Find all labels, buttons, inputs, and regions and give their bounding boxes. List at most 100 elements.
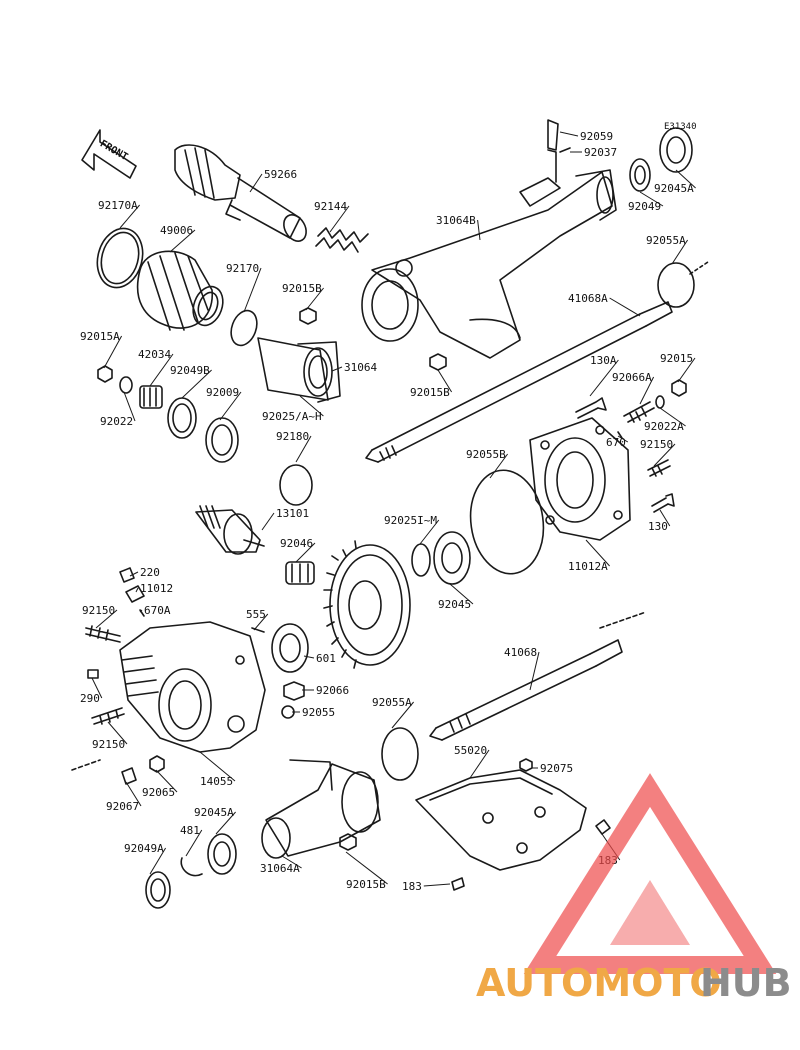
part-callout: 92055 — [292, 706, 335, 719]
part-callout: 92170A — [98, 199, 140, 229]
leader-line — [677, 357, 696, 383]
leader-line — [659, 407, 686, 427]
part-number-label: 92045 — [438, 598, 471, 611]
leader-line — [305, 287, 324, 311]
ref-code: E31340 — [664, 122, 697, 132]
leader-line — [135, 587, 139, 593]
part-callout: 92045A — [194, 806, 236, 835]
leader-line — [243, 267, 262, 313]
part-number-label: 670 — [606, 436, 626, 449]
part-callout: 59266 — [249, 168, 297, 193]
spring-92144 — [315, 227, 369, 253]
part-number-label: 92009 — [206, 386, 239, 399]
part-callout: 92066 — [302, 684, 349, 697]
part-number-label: 130A — [590, 354, 617, 367]
part-number-label: 92025/A~H — [262, 410, 322, 423]
leader-line — [181, 369, 212, 399]
part-callout: 11012A — [568, 539, 610, 573]
part-number-label: 92049 — [628, 200, 661, 213]
leader-line — [139, 609, 143, 613]
leader-line — [249, 173, 263, 193]
leader-line — [331, 366, 343, 372]
leader-line — [185, 829, 203, 857]
part-callout: 92049A — [124, 842, 167, 875]
part-number-label: 92015B — [346, 878, 386, 891]
part-number-label: 92049B — [170, 364, 210, 377]
oring-92180 — [279, 464, 313, 506]
part-callout: 92015B — [345, 851, 388, 891]
part-callout: 92067 — [106, 781, 142, 813]
part-callout: 92049B — [170, 364, 212, 399]
stud-92150-right — [647, 459, 671, 477]
part-callout: 92150 — [640, 438, 676, 467]
part-callout: 31064B — [436, 214, 481, 241]
part-number-label: 92144 — [314, 200, 347, 213]
part-callout: 92055B — [466, 448, 509, 479]
part-number-label: 92066 — [316, 684, 349, 697]
part-number-label: 92046 — [280, 537, 313, 550]
leader-line — [675, 169, 696, 189]
leader-line — [281, 855, 302, 869]
leader-line — [529, 651, 540, 691]
leader-line — [129, 571, 139, 577]
bearing-92046 — [285, 561, 315, 585]
leader-line — [639, 376, 655, 405]
boot-49006 — [136, 250, 224, 331]
part-callout: 11012 — [135, 582, 173, 595]
part-callout: 42034 — [138, 348, 174, 387]
part-number-label: 13101 — [276, 507, 309, 520]
part-number-label: 670A — [144, 604, 171, 617]
part-callout: 92009 — [206, 386, 242, 421]
leader-line — [559, 131, 579, 137]
leader-line — [659, 509, 671, 527]
shim-92025I-M — [411, 543, 431, 577]
part-callout: 92022 — [100, 391, 136, 428]
leader-line — [437, 369, 453, 393]
part-callout: 670A — [139, 604, 171, 617]
part-number-label: 31064B — [436, 214, 476, 227]
part-number-label: 92045A — [654, 182, 694, 195]
leader-line — [123, 391, 136, 422]
part-callout: 92075 — [532, 762, 573, 775]
part-callout: 220 — [129, 566, 160, 579]
leader-line — [469, 749, 490, 779]
leader-line — [671, 239, 689, 265]
seal-92049A — [145, 871, 171, 909]
leader-line — [295, 435, 312, 463]
part-number-label: 92022 — [100, 415, 133, 428]
bolt-183-lower — [451, 877, 465, 891]
plug-290 — [87, 669, 99, 679]
part-number-label: 92170A — [98, 199, 138, 212]
bolt-183-right — [595, 819, 611, 835]
part-number-label: 92025I~M — [384, 514, 437, 527]
washer-92022 — [119, 376, 133, 394]
part-number-label: 92055A — [646, 234, 686, 247]
watermark-word-a: AUTOMOTO — [476, 961, 722, 1005]
part-callout: 92049 — [628, 191, 664, 213]
oring-92055B — [469, 469, 545, 575]
part-callout: 92055A — [372, 696, 414, 729]
part-callout: 92170 — [226, 262, 262, 313]
leader-line — [107, 721, 128, 745]
part-number-label: 31064 — [344, 361, 377, 374]
part-callout: 670 — [606, 435, 629, 449]
part-number-label: 481 — [180, 824, 200, 837]
bearing-92045A-lower — [207, 833, 237, 875]
leader-line — [345, 851, 388, 885]
leader-line — [299, 395, 324, 417]
part-number-label: 92066A — [612, 371, 652, 384]
part-number-label: 49006 — [160, 224, 193, 237]
part-callout: 183 — [402, 880, 451, 893]
bolt-130 — [651, 493, 675, 513]
part-callout: 49006 — [160, 224, 196, 253]
part-number-label: 92065 — [142, 786, 175, 799]
plug-92067 — [121, 767, 137, 785]
stud-92150-lower — [91, 707, 125, 725]
part-callout: 92065 — [142, 769, 178, 799]
part-11012 — [125, 585, 145, 603]
part-callout: 92045 — [438, 583, 474, 611]
leader-line — [199, 751, 236, 782]
part-number-label: 14055 — [200, 775, 233, 788]
part-callout: 13101 — [261, 507, 309, 531]
stud-92150-left — [85, 625, 121, 643]
